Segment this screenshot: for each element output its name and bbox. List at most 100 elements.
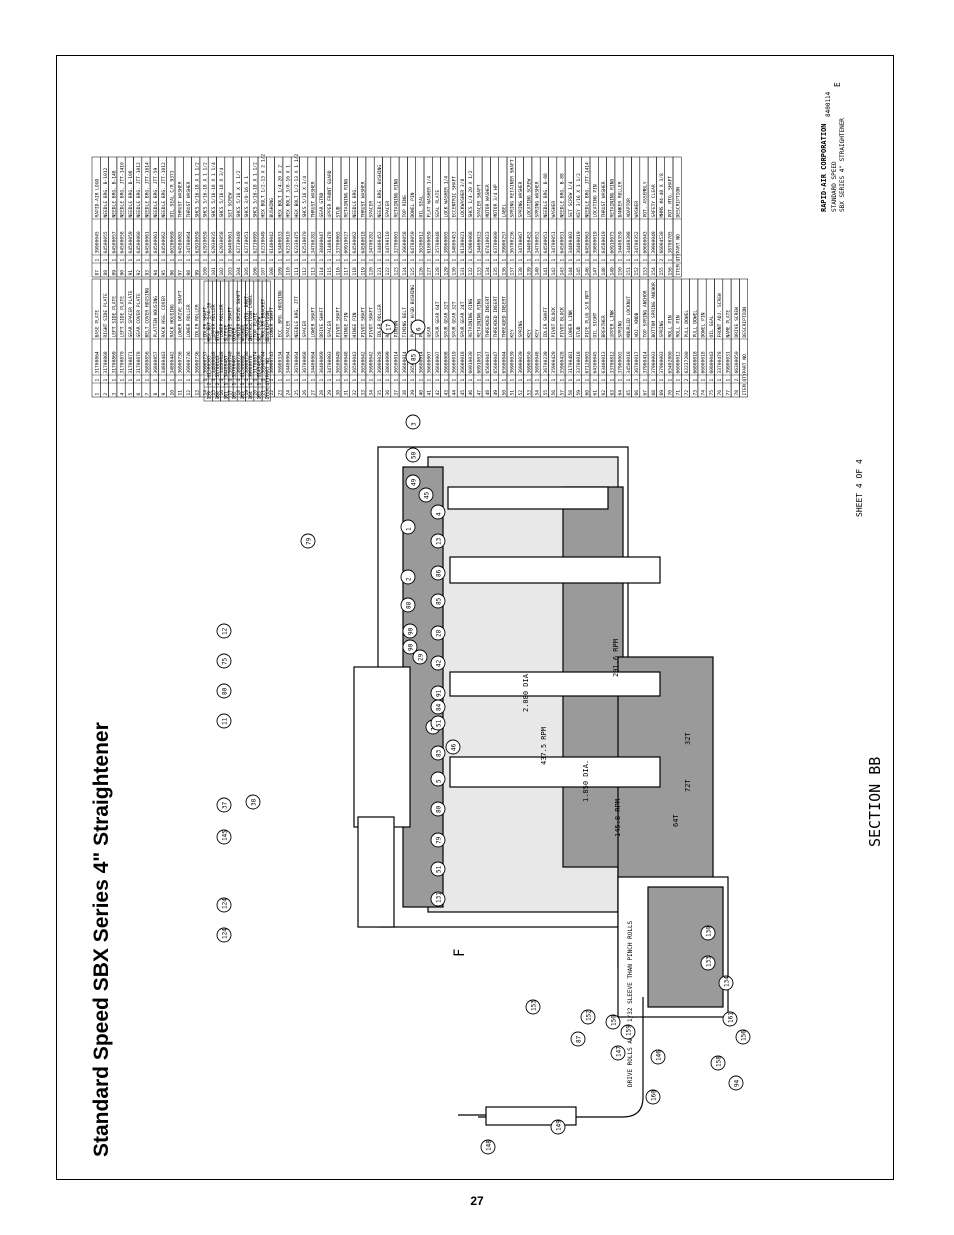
- table-cell: 64500055: [103, 231, 109, 253]
- table-cell: 117: [344, 267, 350, 276]
- table-cell: 64500051: [560, 231, 566, 253]
- table-cell: PULL DOWEL: [692, 310, 698, 338]
- table-cell: BUSHING: [269, 198, 275, 218]
- table-cell: 36500014: [394, 351, 400, 373]
- table-cell: 1: [169, 379, 175, 382]
- table-cell: 36900334: [277, 351, 283, 373]
- table-cell: 31: [344, 390, 350, 396]
- callout-bubble: [445, 739, 461, 755]
- table-cell: 31700874: [252, 351, 258, 373]
- table-cell: WASHER: [551, 201, 557, 218]
- callout-label: 159: [626, 1025, 633, 1036]
- table-cell: 37900003: [659, 351, 665, 373]
- table-cell: FLAT WASHER 1/4: [427, 176, 433, 218]
- table-cell: BREATHER: [601, 315, 607, 337]
- table-cell: 34700352: [634, 231, 640, 253]
- table-cell: 47: [477, 390, 483, 396]
- table-cell: ECCENTRIC SHAFT: [452, 176, 458, 218]
- table-cell: 36500043: [352, 351, 358, 373]
- table-cell: 5: [128, 393, 134, 396]
- callout-label: 80: [222, 687, 229, 695]
- table-cell: 1: [194, 379, 200, 382]
- table-cell: 1: [169, 259, 175, 262]
- table-cell: 1: [427, 259, 433, 262]
- table-cell: 1: [327, 259, 333, 262]
- table-cell: ROLL PIN: [676, 315, 682, 337]
- table-cell: 62330475: [294, 231, 300, 253]
- table-cell: 35: [377, 390, 383, 396]
- table-cell: 19: [244, 390, 250, 396]
- table-cell: 31700869: [111, 351, 117, 373]
- table-cell: 164: [248, 391, 254, 400]
- shaft-4: [447, 486, 609, 510]
- table-cell: 2: [659, 259, 665, 262]
- title-rev: E: [833, 82, 842, 87]
- callout-bubble: [605, 1014, 621, 1030]
- table-cell: 60200069: [169, 231, 175, 253]
- table-cell: 1: [402, 259, 408, 262]
- table-cell: 33700478: [717, 351, 723, 373]
- callout-bubble: [430, 533, 446, 549]
- table-cell: 1: [485, 379, 491, 382]
- table-cell: 1: [601, 259, 607, 262]
- table-cell: 62980068: [468, 231, 474, 253]
- table-cell: 39: [410, 390, 416, 396]
- table-cell: 64500061: [153, 231, 159, 253]
- callout-label: 87: [576, 1035, 583, 1043]
- table-cell: 128: [435, 267, 441, 276]
- table-cell: 64500062: [161, 231, 167, 253]
- table-cell: 1: [443, 259, 449, 262]
- table-cell: 66800018: [692, 351, 698, 373]
- table-cell: 68: [651, 390, 657, 396]
- table-cell: 163: [240, 391, 246, 400]
- callout-label: 51: [436, 865, 443, 873]
- table-cell: 63: [609, 390, 615, 396]
- table-cell: 1: [120, 259, 126, 262]
- table-cell: 63400013: [601, 351, 607, 373]
- table-cell: 38400047: [319, 231, 325, 253]
- table-cell: 1: [435, 379, 441, 382]
- table-cell: 1: [643, 259, 649, 262]
- table-cell: 129: [443, 267, 449, 276]
- table-cell: 1: [452, 259, 458, 262]
- table-cell: SPRING: [659, 321, 665, 338]
- callout-bubble: [728, 1075, 744, 1091]
- table-cell: 39900049: [651, 231, 657, 253]
- table-cell: 78: [734, 390, 740, 396]
- callout-label: 160: [651, 1090, 658, 1101]
- table-cell: PULLEY W/GD BUSHING: [410, 285, 416, 338]
- table-cell: 144: [568, 267, 574, 276]
- callout-bubble: [430, 832, 446, 848]
- table-cell: 1: [219, 259, 225, 262]
- table-cell: 65: [626, 390, 632, 396]
- table-cell: 73: [692, 390, 698, 396]
- table-cell: 1: [369, 259, 375, 262]
- table-cell: OIL SEAL C/R 9373: [169, 170, 175, 217]
- table-cell: INSTRUCTION LABEL: [248, 294, 254, 341]
- table-cell: 37900414: [643, 351, 649, 373]
- table-cell: SHCS 3/8-16 X 1: [244, 176, 250, 218]
- callout-label: 156: [741, 1030, 748, 1041]
- table-cell: 160: [215, 391, 221, 400]
- table-cell: 36900744: [261, 351, 267, 373]
- table-cell: 36800857: [153, 351, 159, 373]
- table-cell: 141: [543, 267, 549, 276]
- table-cell: THRUST WASHER: [178, 181, 184, 217]
- table-cell: SPACER: [327, 321, 333, 338]
- table-cell: 34800443: [161, 351, 167, 373]
- table-cell: 1: [203, 259, 209, 262]
- table-cell: 34700052: [535, 231, 541, 253]
- table-cell: 1: [228, 379, 234, 382]
- shaft-1: [449, 756, 661, 788]
- callout-bubble: [580, 1009, 596, 1025]
- table-cell: 24: [286, 390, 292, 396]
- table-cell: 49: [493, 390, 499, 396]
- table-cell: 35700048: [435, 231, 441, 253]
- table-cell: 18: [236, 390, 242, 396]
- table-cell: 1: [560, 379, 566, 382]
- callouts: 6178535049451288909029847446413868528429…: [216, 319, 751, 1155]
- table-cell: MHMS #4-40 X 3/8: [659, 173, 665, 217]
- table-cell: 22: [269, 390, 275, 396]
